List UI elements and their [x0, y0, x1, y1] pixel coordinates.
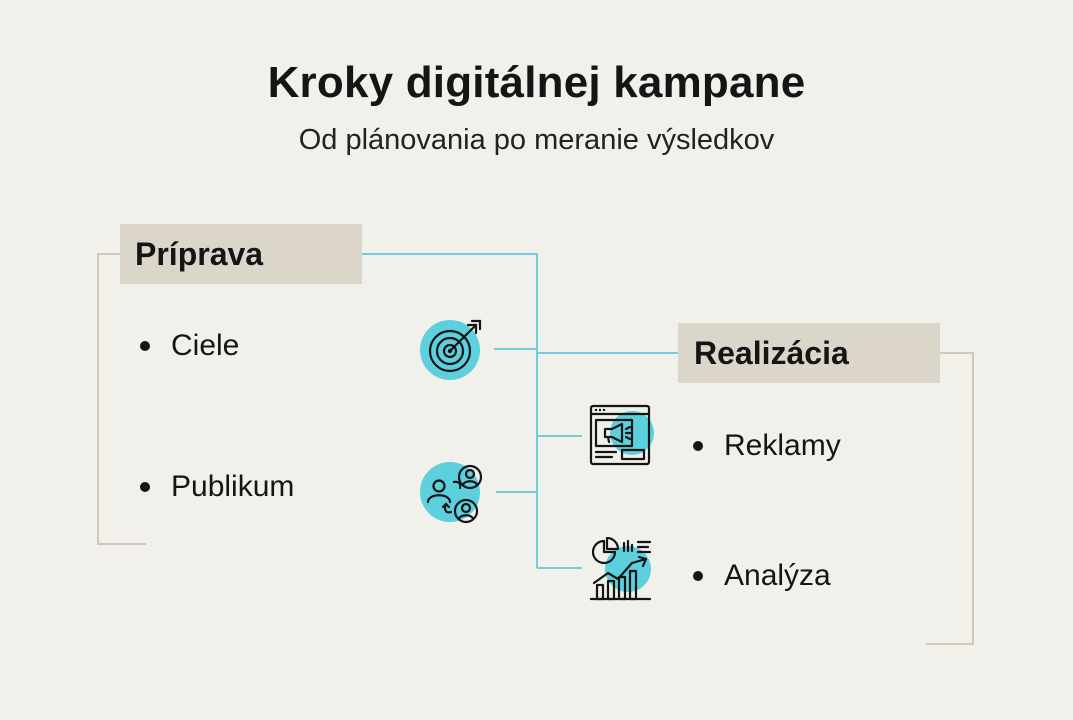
- audience-icon: [420, 462, 483, 524]
- item-text-analyza: Analýza: [724, 559, 831, 592]
- bullet: [140, 482, 150, 492]
- bullet: [693, 571, 703, 581]
- analytics-icon: [589, 537, 652, 601]
- list-item-reklamy: Reklamy: [693, 426, 841, 466]
- item-text-ciele: Ciele: [171, 329, 240, 362]
- list-item-analyza: Analýza: [693, 556, 831, 596]
- priprava-connector: [362, 253, 538, 568]
- diagram-subtitle: Od plánovania po meranie výsledkov: [298, 124, 775, 156]
- stage-label-priprava: Príprava: [120, 224, 362, 284]
- bullet: [693, 441, 703, 451]
- item-text-publikum: Publikum: [171, 470, 295, 503]
- ad-browser-icon: [589, 404, 654, 466]
- stage-label-realizacia-text: Realizácia: [694, 334, 849, 371]
- item-text-reklamy: Reklamy: [724, 429, 841, 462]
- stage-label-priprava-text: Príprava: [135, 235, 264, 272]
- list-item-ciele: Ciele: [140, 326, 239, 366]
- priprava-bracket: [97, 253, 146, 545]
- bullet: [140, 341, 150, 351]
- target-icon: [420, 319, 482, 380]
- diagram-title: Kroky digitálnej kampane: [267, 58, 806, 107]
- stage-label-realizacia: Realizácia: [678, 323, 940, 383]
- list-item-publikum: Publikum: [140, 467, 294, 507]
- realizacia-bracket: [926, 352, 974, 645]
